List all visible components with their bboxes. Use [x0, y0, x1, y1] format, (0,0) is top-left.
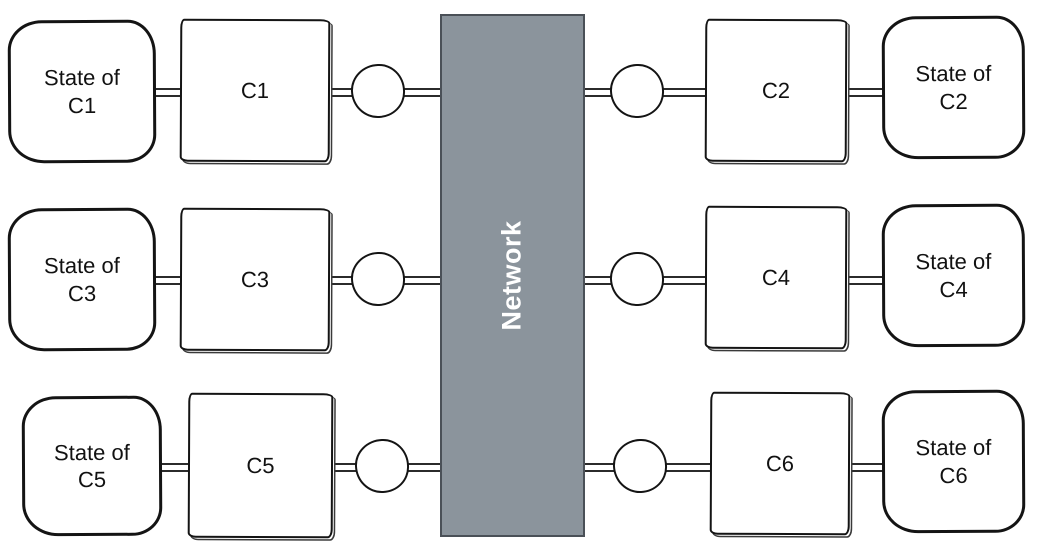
state-label-c2: State of C2 [915, 60, 992, 114]
client-label-c4: C4 [761, 264, 791, 290]
network-node: Network [440, 14, 585, 537]
client-box-c4: C4 [704, 205, 848, 350]
state-box-c6: State of C6 [881, 389, 1026, 534]
network-label: Network [497, 220, 527, 331]
port-circle-right-row3 [612, 438, 668, 494]
state-box-c1: State of C1 [7, 19, 157, 164]
client-label-c1: C1 [240, 77, 270, 103]
state-label-c3: State of C3 [43, 252, 120, 306]
port-circle-left-row2 [350, 251, 406, 307]
port-circle-left-row1 [350, 63, 406, 119]
state-label-c6: State of C6 [915, 434, 992, 488]
port-circle-left-row3 [354, 438, 410, 494]
client-label-c2: C2 [761, 77, 791, 103]
client-box-c5: C5 [187, 392, 334, 539]
state-label-c5: State of C5 [53, 439, 130, 493]
client-label-c6: C6 [765, 450, 795, 476]
client-box-c3: C3 [179, 207, 331, 352]
state-box-c4: State of C4 [881, 203, 1026, 348]
port-circle-right-row2 [609, 251, 665, 307]
state-label-c1: State of C1 [43, 64, 120, 118]
port-circle-right-row1 [609, 63, 665, 119]
client-box-c1: C1 [179, 18, 331, 163]
state-box-c2: State of C2 [881, 15, 1026, 160]
state-box-c3: State of C3 [7, 207, 157, 352]
client-label-c3: C3 [240, 266, 270, 292]
client-box-c6: C6 [709, 391, 851, 536]
client-label-c5: C5 [246, 452, 275, 478]
client-box-c2: C2 [704, 18, 848, 163]
state-label-c4: State of C4 [915, 248, 992, 302]
state-box-c5: State of C5 [21, 395, 163, 537]
